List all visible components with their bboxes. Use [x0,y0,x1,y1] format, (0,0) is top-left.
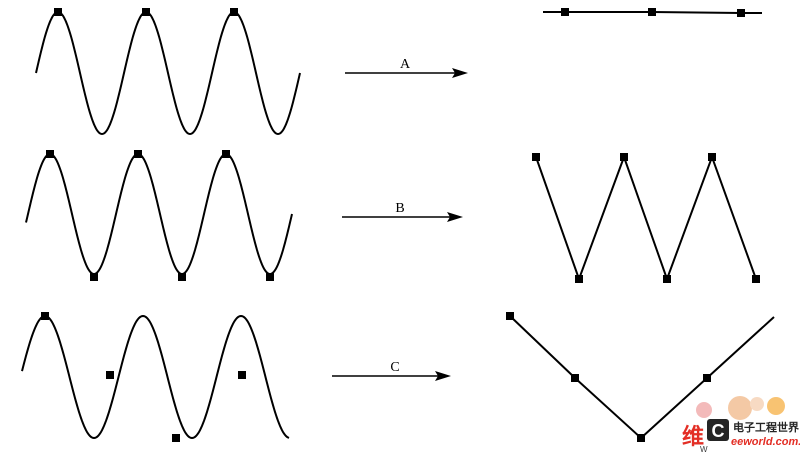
sine-wave-b [25,152,293,276]
sample-point-b-2 [90,273,98,281]
result-point-b-2 [575,275,583,283]
sample-point-a-3 [230,8,238,16]
result-point-b-3 [620,153,628,161]
result-zigzag-b [535,154,757,282]
arrow-c-label: C [390,360,399,375]
result-point-b-4 [663,275,671,283]
result-c-samples [506,312,711,442]
sample-point-b-3 [134,150,142,158]
row-a: A [35,8,762,136]
sine-wave-c [21,314,290,440]
watermark-domain: eeworld.com.cn [731,436,800,448]
wave-a-samples [54,8,238,16]
wave-c-samples [41,312,246,442]
arrow-b-head [447,212,463,222]
result-b-samples [532,153,760,283]
sample-point-a-2 [142,8,150,16]
watermark-char: 维 [682,424,704,450]
result-point-a-1 [561,8,569,16]
watermark: 维 C 电子工程世界 eeworld.com.cn W [682,396,800,454]
arrow-b: B [342,201,463,222]
arrow-c: C [332,360,451,381]
arrow-b-label: B [395,201,404,216]
result-point-c-2 [571,374,579,382]
result-point-c-1 [506,312,514,320]
watermark-logo-icon [707,419,729,441]
arrow-a-head [452,68,468,78]
sample-point-c-4 [238,371,246,379]
watermark-sub-letter: W [700,445,708,454]
result-point-b-1 [532,153,540,161]
sample-point-b-4 [178,273,186,281]
result-point-c-4 [703,374,711,382]
result-point-a-3 [737,9,745,17]
sample-point-c-3 [172,434,180,442]
watermark-badge-icon [696,396,785,420]
sample-point-a-1 [54,8,62,16]
sample-point-c-2 [106,371,114,379]
sample-point-b-1 [46,150,54,158]
arrow-c-head [435,371,451,381]
result-point-b-6 [752,275,760,283]
result-v-shape-c [509,315,775,440]
sample-point-b-5 [222,150,230,158]
watermark-brand-cn: 电子工程世界 [733,420,799,434]
row-c: C [21,312,775,442]
sample-point-b-6 [266,273,274,281]
result-a-samples [561,8,745,17]
row-b: B [25,150,760,283]
arrow-a: A [345,57,468,78]
arrow-a-label: A [400,57,411,72]
wave-b-samples [46,150,274,281]
sample-point-c-1 [41,312,49,320]
sine-wave-a [35,10,301,136]
result-point-c-3 [637,434,645,442]
result-point-b-5 [708,153,716,161]
watermark-logo-letter: C [712,421,725,441]
result-point-a-2 [648,8,656,16]
